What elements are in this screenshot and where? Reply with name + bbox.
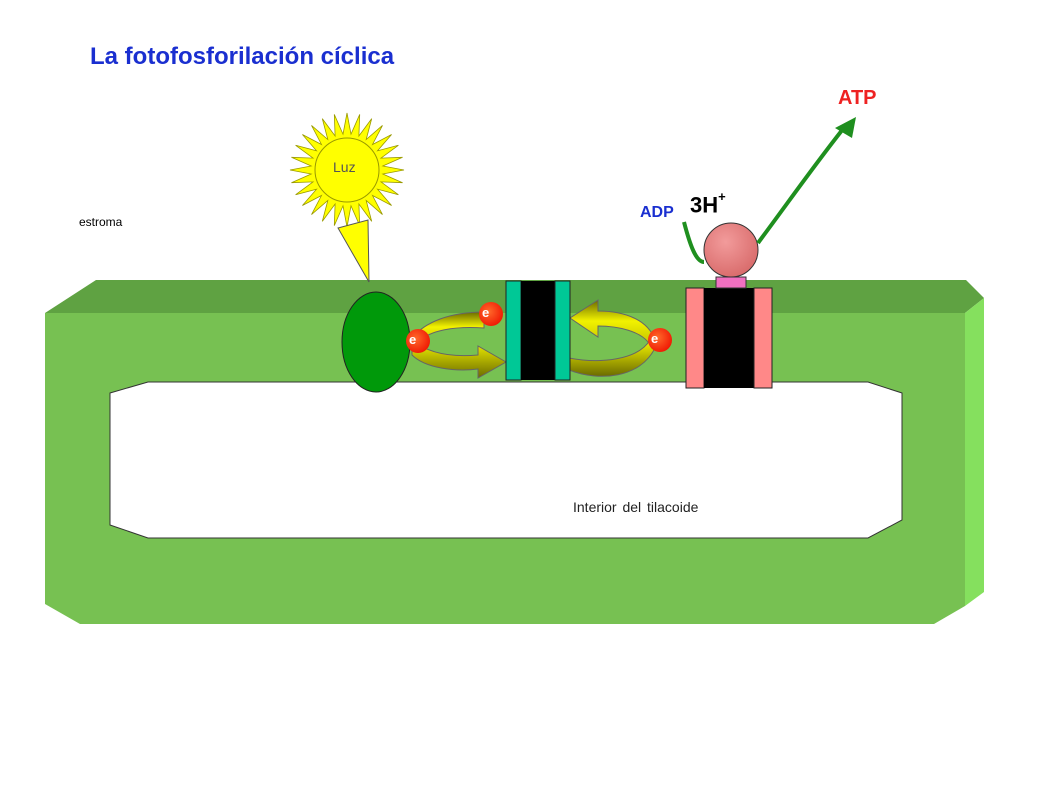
electron-label: e [409,332,417,347]
electron-cycle-arrows [411,299,656,379]
arrow-to-cytochrome [411,338,508,379]
atp-synthase-head [703,222,759,278]
thylakoid-membrane [45,280,984,624]
electron-label: e [482,305,490,320]
lumen-label: Interior del tilacoide [573,499,699,515]
proton-charge: + [718,189,726,204]
thylakoid-lumen [109,381,903,539]
sun-icon [289,112,405,283]
light-beam [337,219,370,283]
electron-icon [406,302,672,353]
adp-label: ADP [640,204,674,221]
cytochrome-complex-icon [505,280,571,381]
light-label: Luz [333,159,356,175]
proton-count: 3H [690,192,719,218]
membrane-side-face [965,298,984,606]
electron-label: e [651,331,659,346]
stroma-label: estroma [79,215,123,229]
proton-label: 3H+ [690,189,726,218]
photosystem-icon [341,291,411,393]
page-title: La fotofosforilación cíclica [90,43,395,70]
arrow-head [835,117,856,138]
atp-label: ATP [838,87,877,109]
atp-synthase-stalk [715,276,747,289]
atp-synthase-icon [685,222,773,389]
adp-to-atp-arrow [682,117,856,264]
